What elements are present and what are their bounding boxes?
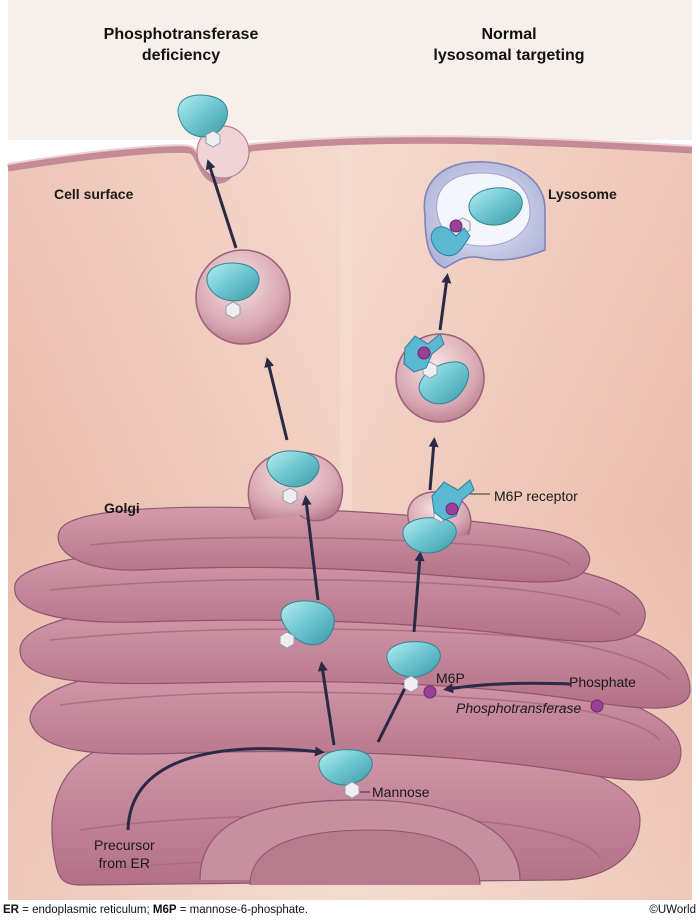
title-left-line2: deficiency (141, 47, 221, 64)
label-cell-surface: Cell surface (54, 186, 134, 202)
label-phosphotransferase: Phosphotransferase (456, 700, 582, 716)
footer-er-abbr: ER (3, 904, 19, 916)
extracellular-space (8, 0, 692, 140)
label-lysosome: Lysosome (548, 186, 617, 202)
label-m6p: M6P (436, 670, 465, 686)
lysosomal-enzymes (177, 94, 523, 786)
footer-abbreviations: ER = endoplasmic reticulum; M6P = mannos… (3, 904, 308, 916)
title-phosphotransferase-deficiency: Phosphotransferase deficiency (85, 24, 277, 66)
label-mannose: Mannose (372, 784, 430, 800)
label-phosphate: Phosphate (569, 674, 636, 690)
phosphate-spheres (417, 219, 604, 713)
footer-m6p-def: = mannose-6-phosphate. (176, 904, 308, 916)
title-right-line1: Normal (481, 26, 537, 43)
title-left-line1: Phosphotransferase (103, 26, 259, 43)
m6p-receptors (403, 226, 475, 521)
label-m6p-receptor: M6P receptor (494, 488, 578, 504)
title-right-line2: lysosomal targeting (433, 47, 585, 64)
label-precursor-from-er: Precursor from ER (94, 836, 155, 872)
copyright: ©UWorld (649, 904, 696, 916)
label-precursor-line1: Precursor (94, 837, 155, 853)
label-precursor-line2: from ER (98, 855, 151, 871)
title-normal-lysosomal-targeting: Normal lysosomal targeting (398, 24, 620, 66)
footer-er-def: = endoplasmic reticulum; (18, 904, 153, 916)
label-golgi: Golgi (104, 500, 140, 516)
transport-arrows (126, 159, 571, 831)
footer-m6p-abbr: M6P (152, 904, 177, 916)
